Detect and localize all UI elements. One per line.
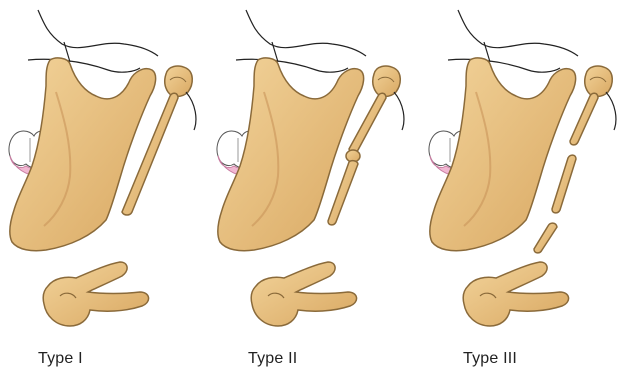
panel-type-3 [429,10,616,326]
label-type-2: Type II [248,350,297,368]
styloid-segment-1 [570,93,598,145]
panel-type-1 [9,10,196,326]
styloid-segment-3 [534,223,557,253]
styloid-segment-2 [552,155,576,213]
panel-type-2 [217,10,404,326]
label-type-1: Type I [38,350,83,368]
label-type-3: Type III [463,350,517,368]
styloid-lower-segment [328,161,358,225]
